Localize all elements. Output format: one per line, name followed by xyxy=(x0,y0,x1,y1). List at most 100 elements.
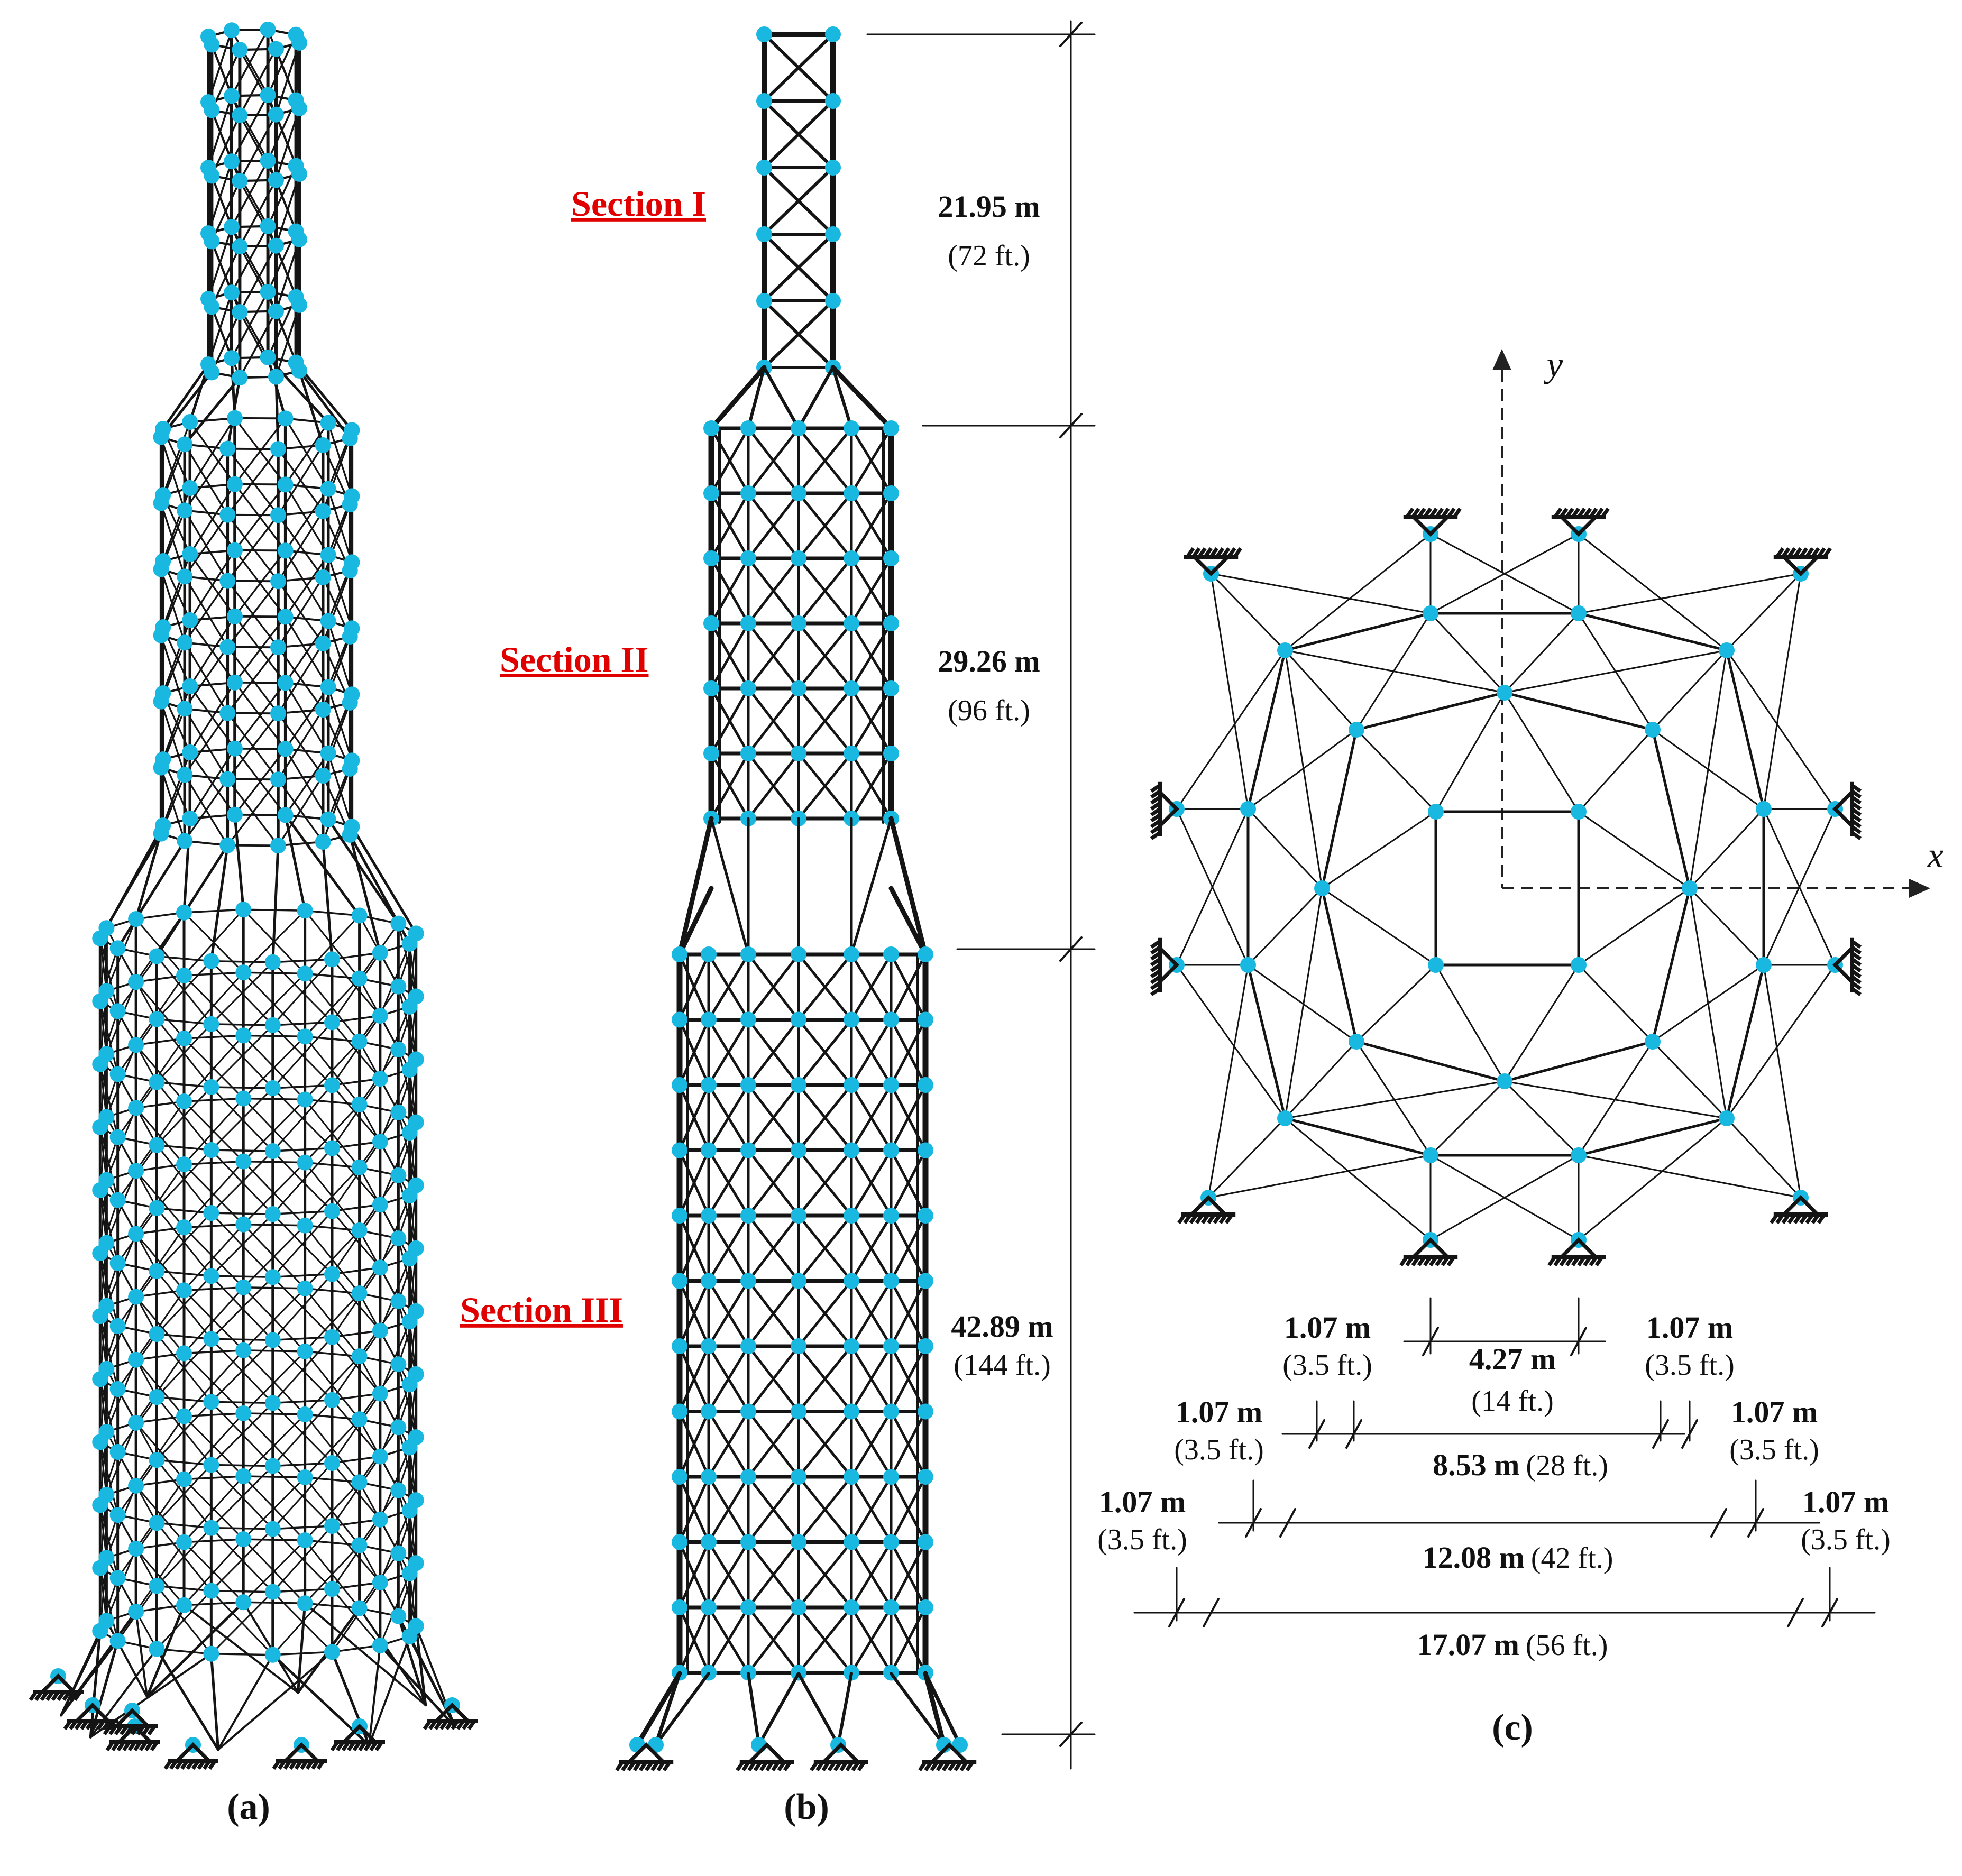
joint-node xyxy=(224,88,240,104)
support-triangle xyxy=(1779,1195,1822,1217)
joint-node xyxy=(883,946,899,962)
joint-node xyxy=(844,1011,859,1028)
joint-node xyxy=(408,925,424,942)
support-hatch xyxy=(1233,547,1242,558)
dodecagon-member xyxy=(1283,612,1432,652)
member xyxy=(135,1352,185,1361)
member xyxy=(837,1672,853,1746)
joint-node xyxy=(219,440,236,457)
support-hatch xyxy=(1571,507,1580,519)
member xyxy=(797,427,853,495)
support-hatch xyxy=(133,1741,142,1752)
member xyxy=(850,427,893,495)
support-hatch xyxy=(1787,1213,1796,1225)
joint-node xyxy=(200,160,217,176)
joint-node xyxy=(372,1511,388,1528)
member xyxy=(162,553,191,628)
joint-node xyxy=(324,1014,340,1031)
member xyxy=(207,226,233,300)
support-hatch xyxy=(456,1719,465,1731)
panel-a-label: (a) xyxy=(227,1787,270,1827)
member xyxy=(797,557,853,625)
member xyxy=(747,622,800,690)
member xyxy=(135,1037,185,1109)
support-hatch xyxy=(1441,507,1450,519)
member xyxy=(797,1672,840,1746)
joint-node xyxy=(98,983,115,999)
member xyxy=(747,1475,800,1543)
member xyxy=(707,1083,750,1152)
member xyxy=(135,1226,185,1235)
support-hatch xyxy=(1781,547,1791,558)
member xyxy=(284,813,361,917)
member xyxy=(239,114,277,181)
support-hatch xyxy=(1150,819,1161,829)
joint-node xyxy=(740,1338,756,1354)
joint-node xyxy=(297,1091,313,1108)
support-hatch xyxy=(736,1760,745,1772)
dim-small-5-metric: 1.07 m xyxy=(1099,1485,1186,1519)
joint-node xyxy=(235,1090,252,1107)
joint-node xyxy=(232,107,248,124)
brace xyxy=(1429,612,1506,694)
member xyxy=(231,225,269,294)
support-hatch xyxy=(1224,1213,1234,1225)
member xyxy=(135,1100,185,1109)
support-hatch xyxy=(96,1719,105,1731)
brace xyxy=(1503,649,1728,694)
support-hatch xyxy=(1850,963,1862,973)
member xyxy=(210,1464,274,1530)
member xyxy=(271,844,280,964)
support-hatch xyxy=(1577,507,1587,519)
member xyxy=(145,1604,186,1698)
joint-node xyxy=(149,1200,165,1216)
member xyxy=(267,33,297,96)
joint-node xyxy=(408,1177,424,1193)
support-hatch xyxy=(57,1690,66,1702)
member xyxy=(183,1412,244,1418)
support-hatch xyxy=(1150,831,1161,840)
member xyxy=(242,1475,306,1478)
support-hatch xyxy=(1446,1255,1456,1267)
member xyxy=(349,503,353,563)
joint-node xyxy=(344,422,360,438)
joint-node xyxy=(109,1318,126,1334)
member xyxy=(331,1210,381,1268)
joint-node xyxy=(200,225,217,242)
joint-node xyxy=(182,612,198,628)
brace xyxy=(1689,808,1765,889)
support-hatch xyxy=(645,1760,654,1772)
member xyxy=(850,1606,893,1674)
joint-node xyxy=(155,421,171,437)
member xyxy=(160,502,186,578)
height-2-metric: 29.26 m xyxy=(938,644,1040,678)
member xyxy=(116,839,186,950)
joint-node xyxy=(297,1406,313,1422)
member xyxy=(368,1635,411,1746)
member xyxy=(99,1063,119,1138)
member xyxy=(99,1000,119,1075)
member xyxy=(747,1214,800,1282)
member xyxy=(210,1275,274,1278)
plan-node xyxy=(1428,804,1444,820)
support-hatch xyxy=(759,1760,768,1772)
support-hatch xyxy=(1850,951,1862,961)
support-hatch xyxy=(1200,1213,1210,1225)
member xyxy=(99,1504,119,1579)
joint-node xyxy=(672,1599,687,1615)
support-hatch xyxy=(1441,1255,1450,1267)
joint-node xyxy=(315,503,331,520)
member xyxy=(850,557,893,625)
support-hatch xyxy=(1191,547,1201,558)
joint-node xyxy=(936,1737,952,1753)
joint-node xyxy=(324,1077,340,1093)
member xyxy=(184,707,228,780)
member xyxy=(242,1476,306,1540)
joint-node xyxy=(408,1555,424,1571)
support-hatch xyxy=(1850,813,1862,823)
member xyxy=(183,1097,244,1165)
member xyxy=(850,492,893,560)
member xyxy=(707,1214,750,1282)
member xyxy=(831,366,893,430)
member xyxy=(295,173,300,233)
